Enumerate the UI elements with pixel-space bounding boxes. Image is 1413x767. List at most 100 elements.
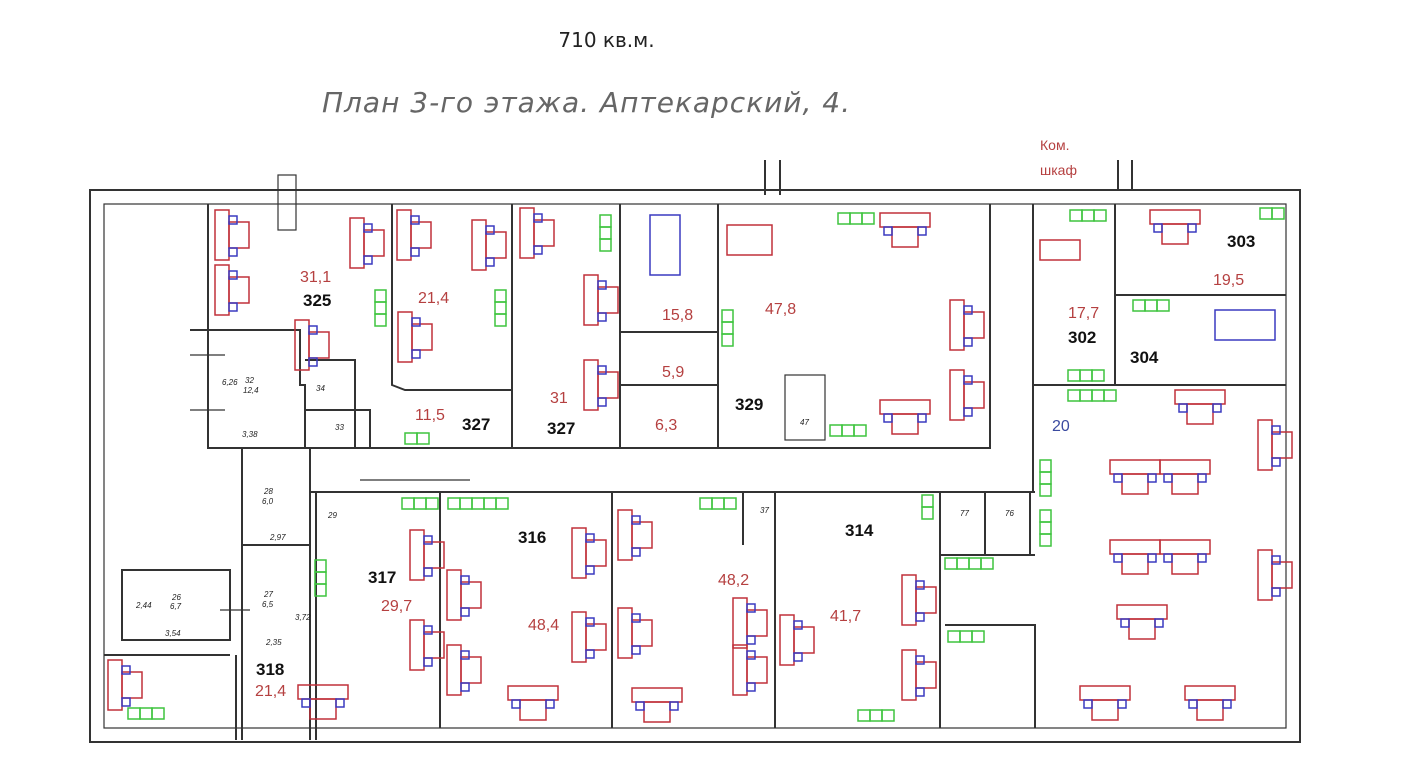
cabinet <box>959 630 973 643</box>
desk <box>423 631 445 659</box>
cabinet <box>314 583 327 597</box>
chair <box>410 215 420 225</box>
chair <box>635 701 645 711</box>
desk <box>214 264 230 316</box>
cabinet <box>849 212 863 225</box>
room-area: 21,4 <box>418 290 449 307</box>
chair <box>485 257 495 267</box>
chair <box>228 270 238 280</box>
desk <box>1149 209 1201 225</box>
cabinet <box>699 497 713 510</box>
dim-label: 6,26 <box>222 378 238 387</box>
desk <box>1159 539 1211 555</box>
cabinet <box>861 212 875 225</box>
desk <box>460 656 482 684</box>
chair <box>1197 473 1207 483</box>
dim-label: 77 <box>960 509 969 518</box>
cabinet <box>599 226 612 240</box>
room-number: 327 <box>547 419 575 438</box>
desk <box>1116 604 1168 620</box>
cabinet <box>829 424 843 437</box>
chair <box>746 682 756 692</box>
desk <box>423 541 445 569</box>
chair <box>746 603 756 613</box>
desk <box>533 219 555 247</box>
chair <box>335 698 345 708</box>
cabinet <box>1259 207 1273 220</box>
room-area: 19,5 <box>1213 272 1244 289</box>
cabinet <box>1079 369 1093 382</box>
cabinet <box>1039 533 1052 547</box>
cabinet-label: Ком. <box>1040 137 1069 153</box>
desk <box>617 607 633 659</box>
chair <box>915 580 925 590</box>
chair <box>963 337 973 347</box>
chair <box>597 365 607 375</box>
chair <box>917 413 927 423</box>
chair <box>883 226 893 236</box>
desk <box>585 623 607 651</box>
room-number: 304 <box>1130 348 1159 367</box>
desk <box>309 698 337 720</box>
dim-label: 2,97 <box>269 533 286 542</box>
desk <box>746 656 768 684</box>
plan-title: План 3-го этажа. Аптекарский, 4. <box>321 86 852 119</box>
desk <box>583 274 599 326</box>
room-area: 31,1 <box>300 269 331 286</box>
chair <box>308 325 318 335</box>
dim-label: 3,72 <box>295 613 311 622</box>
desk <box>460 581 482 609</box>
desk <box>631 687 683 703</box>
cabinet <box>413 497 427 510</box>
desk <box>1271 431 1293 459</box>
chair <box>631 645 641 655</box>
dim-label: 26 <box>171 593 181 602</box>
room-number: 302 <box>1068 328 1096 347</box>
cabinet <box>1103 389 1117 402</box>
cabinet <box>1039 459 1052 473</box>
cabinet <box>599 214 612 228</box>
desk <box>597 286 619 314</box>
chair <box>1222 699 1232 709</box>
chair <box>1113 473 1123 483</box>
dim-label: 32 <box>245 376 254 385</box>
desk <box>1174 389 1226 405</box>
chair <box>1178 403 1188 413</box>
chair <box>597 397 607 407</box>
desk <box>1196 699 1224 721</box>
room-area: 29,7 <box>381 598 412 615</box>
room-area: 17,7 <box>1068 305 1099 322</box>
chair <box>545 699 555 709</box>
chair <box>669 701 679 711</box>
chair <box>308 357 318 367</box>
dimension-labels: 32 12,4 6,26 3,38 34 33 28 6,0 2,97 29 2… <box>135 376 1014 647</box>
desk <box>915 586 937 614</box>
chair <box>631 547 641 557</box>
desk <box>411 323 433 351</box>
cabinet <box>857 709 871 722</box>
cabinet-label: шкаф <box>1040 162 1077 178</box>
cabinet <box>1081 209 1095 222</box>
desk <box>1161 223 1189 245</box>
cabinet <box>127 707 141 720</box>
desk <box>1091 699 1119 721</box>
chair <box>228 302 238 312</box>
cabinet <box>956 557 970 570</box>
desk <box>571 527 587 579</box>
chair <box>793 620 803 630</box>
chair <box>883 413 893 423</box>
desk <box>485 231 507 259</box>
dim-label: 2,35 <box>265 638 282 647</box>
desk <box>597 371 619 399</box>
chair <box>1271 587 1281 597</box>
desk <box>726 224 773 256</box>
chair <box>533 213 543 223</box>
cabinet <box>599 238 612 252</box>
chair <box>511 699 521 709</box>
cabinet <box>711 497 725 510</box>
room-area: 15,8 <box>662 307 693 324</box>
desk <box>396 209 412 261</box>
cabinet <box>483 497 497 510</box>
cabinet <box>471 497 485 510</box>
desk <box>228 221 250 249</box>
